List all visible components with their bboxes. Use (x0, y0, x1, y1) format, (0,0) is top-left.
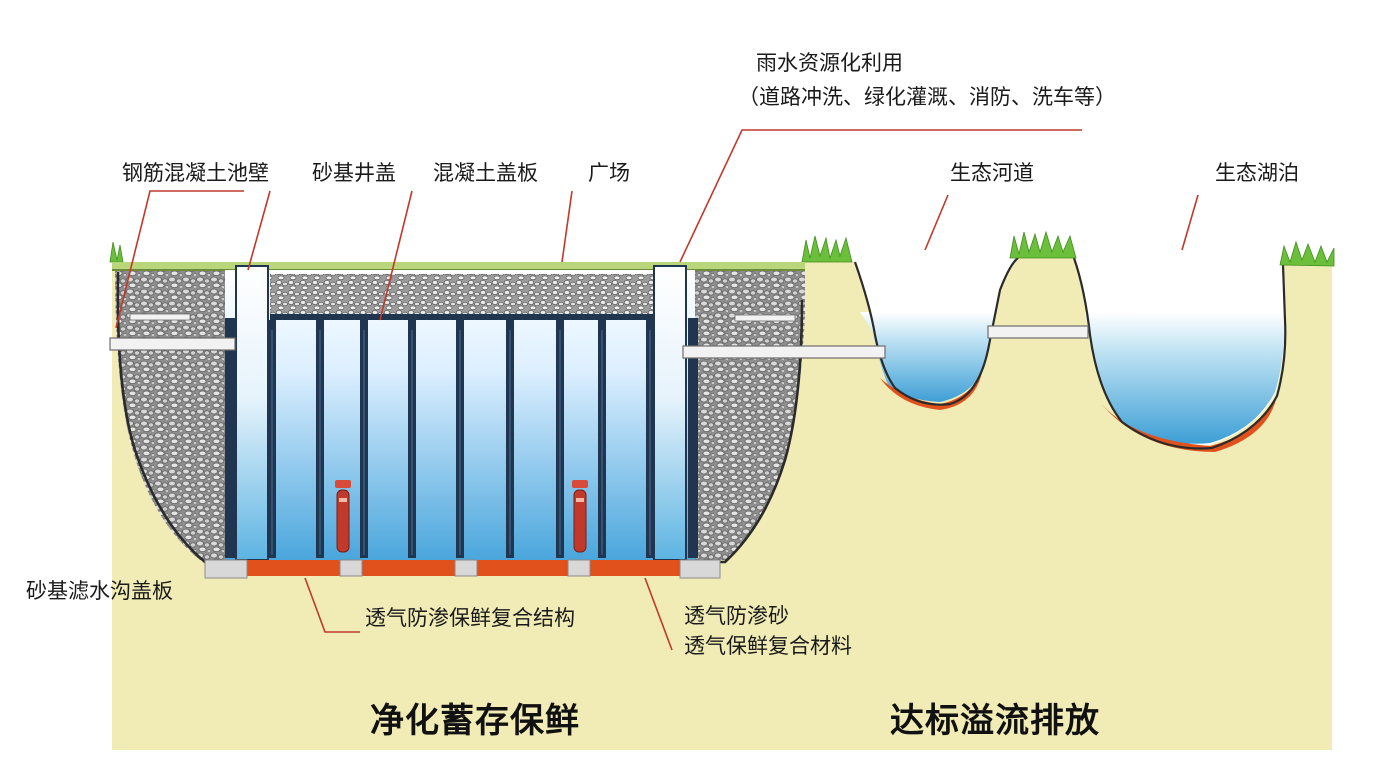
label-sand-cover: 砂基井盖 (312, 161, 396, 185)
plaza-surface (112, 262, 805, 270)
section-title-discharge: 达标溢流排放 (890, 701, 1100, 741)
eco-lake-liner (1098, 390, 1278, 452)
river-lake-connector-pipe (987, 325, 1089, 339)
pump-left (335, 480, 351, 553)
label-rc-wall: 钢筋混凝土池壁 (122, 161, 269, 185)
label-composite-material: 透气保鲜复合材料 (684, 634, 852, 658)
label-rain-use: 雨水资源化利用 (756, 51, 903, 75)
right-shaft (653, 265, 687, 561)
label-concrete-slab: 混凝土盖板 (433, 161, 538, 185)
inlet-pipe (109, 337, 236, 351)
section-title-storage: 净化蓄存保鲜 (370, 701, 580, 741)
concrete-slab-gravel (270, 274, 653, 316)
label-rain-use-detail: （道路冲洗、绿化灌溉、消防、洗车等） (738, 85, 1116, 109)
label-composite-structure: 透气防渗保鲜复合结构 (365, 606, 575, 630)
label-permeable-sand: 透气防渗砂 (684, 604, 789, 628)
left-shaft (235, 265, 269, 561)
grass (109, 230, 1335, 267)
footing-blocks (204, 559, 721, 579)
eco-lake-water (1085, 312, 1285, 444)
label-eco-lake: 生态湖泊 (1215, 161, 1299, 185)
leader-lines (115, 129, 1199, 651)
pump-right (572, 480, 588, 553)
label-plaza: 广场 (588, 161, 630, 185)
label-filter-ditch: 砂基滤水沟盖板 (26, 579, 173, 603)
river-bank-outline (853, 257, 1019, 406)
label-eco-river: 生态河道 (950, 161, 1034, 185)
outlet-pipe (682, 345, 886, 359)
eco-river-water (860, 312, 995, 402)
lake-bank-outline (1072, 257, 1287, 450)
